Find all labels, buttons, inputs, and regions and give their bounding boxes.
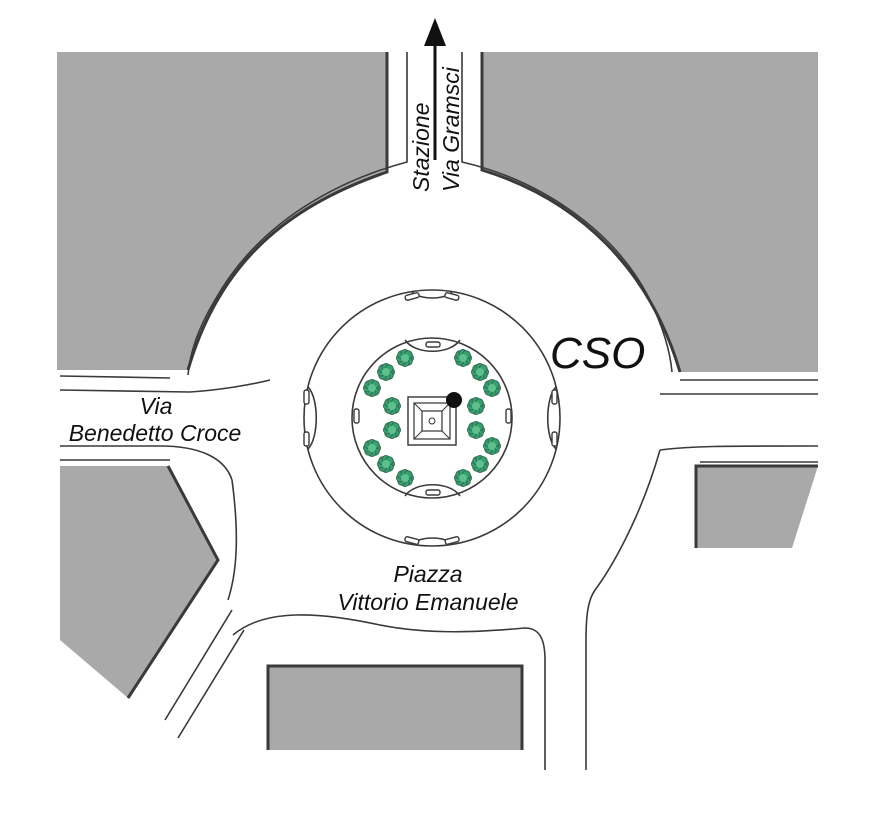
block-northwest — [57, 52, 387, 370]
tree-icon — [467, 421, 485, 439]
block-west — [60, 466, 218, 698]
block-south — [268, 666, 522, 750]
road-edges — [59, 52, 819, 770]
tree-icon — [363, 379, 381, 397]
block-northeast — [482, 52, 818, 372]
tree-icon — [483, 437, 501, 455]
trees — [363, 349, 501, 487]
tree-icon — [454, 469, 472, 487]
tree-icon — [396, 469, 414, 487]
label-benedetto-croce: Benedetto Croce — [69, 420, 242, 446]
block-south-curb — [266, 664, 524, 750]
tree-icon — [377, 455, 395, 473]
label-vittorio-emanuele: Vittorio Emanuele — [337, 589, 518, 615]
block-northeast-curb — [480, 52, 682, 373]
label-cso: CSO — [550, 329, 645, 378]
tree-icon — [363, 439, 381, 457]
block-east — [696, 466, 818, 548]
tree-icon — [454, 349, 472, 367]
label-stazione: Stazione — [408, 102, 434, 192]
tree-icon — [383, 397, 401, 415]
tree-icon — [396, 349, 414, 367]
bollards — [303, 292, 558, 545]
north-arrow-icon — [424, 18, 446, 160]
tree-icon — [471, 455, 489, 473]
block-east-curb — [694, 464, 818, 548]
tree-icon — [377, 363, 395, 381]
roundabout-inner-ring — [351, 337, 513, 499]
city-blocks — [57, 52, 818, 750]
tree-icon — [471, 363, 489, 381]
block-west-curb — [126, 465, 220, 699]
roundabout-outer-ring — [303, 289, 561, 547]
label-piazza: Piazza — [393, 561, 462, 587]
position-marker-icon — [446, 392, 462, 408]
block-northwest-curb — [186, 52, 389, 371]
label-via: Via — [140, 393, 173, 419]
tree-icon — [383, 421, 401, 439]
tree-icon — [483, 379, 501, 397]
label-via-gramsci: Via Gramsci — [438, 66, 464, 192]
tree-icon — [467, 397, 485, 415]
